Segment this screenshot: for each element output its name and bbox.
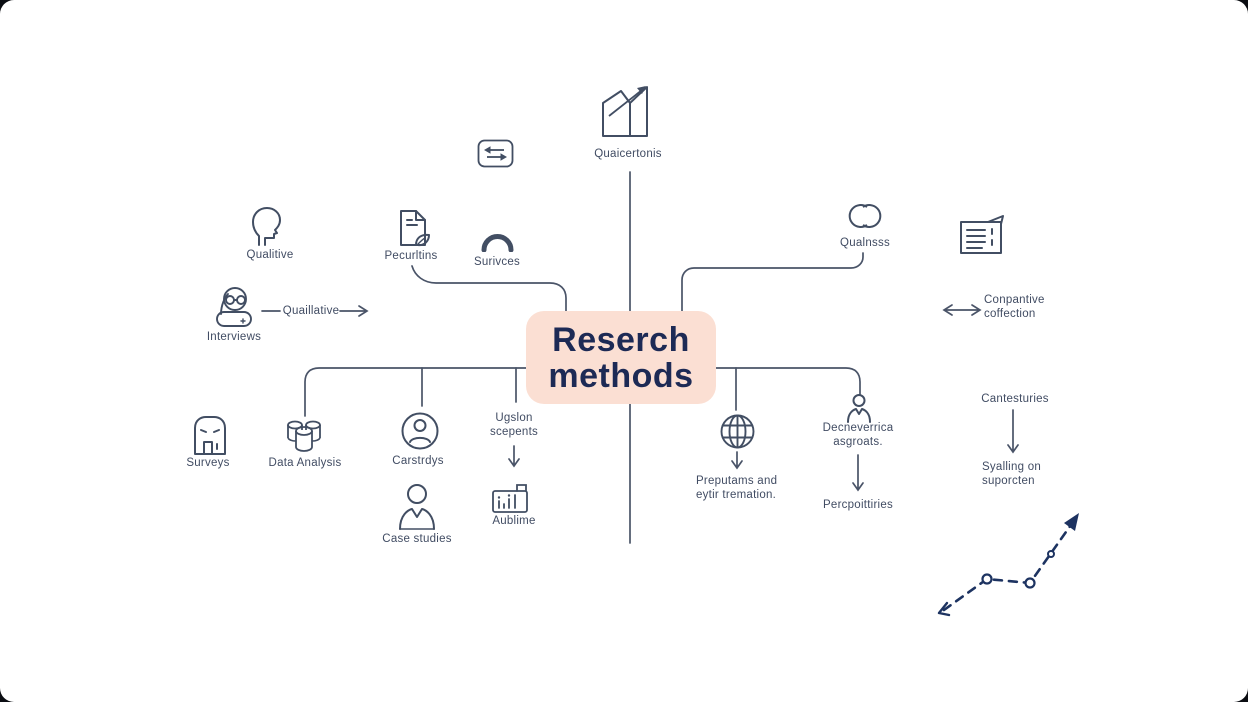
label-syalling: Syalling on suporcten [982, 461, 1042, 487]
page-title: Reserch methods [548, 320, 694, 395]
down-arrow-globe [731, 451, 743, 470]
label-qualnsss: Qualnsss [840, 237, 890, 249]
arch-icon [479, 224, 516, 252]
globe-icon [719, 413, 756, 450]
label-qualitive: Qualitive [246, 249, 294, 261]
label-quaillative: Quaillative [282, 305, 340, 317]
connector-left-branch [411, 265, 567, 313]
trend-chart-icon [597, 76, 653, 140]
label-decneverrica: Decneverrica asgroats. [822, 422, 894, 448]
label-conpantive: Conpantive coffection [984, 294, 1045, 320]
dashed-trend-arrow [937, 513, 1079, 617]
cylinders-icon [283, 416, 325, 454]
swap-icon [477, 139, 514, 168]
label-preputams: Preputams and eytir tremation. [696, 475, 778, 501]
bag-icon [188, 413, 232, 455]
person-glasses-icon [212, 286, 256, 328]
document-leaf-icon [394, 207, 432, 249]
down-arrow-decneverrica [852, 454, 864, 492]
connector-right-branch [681, 252, 864, 313]
label-surivces: Surivces [473, 256, 521, 268]
label-percpoittiries: Percpoittiries [823, 499, 893, 511]
title-node: Reserch methods [526, 311, 716, 404]
label-surveys: Surveys [186, 457, 230, 469]
label-ugslon: Ugslon scepents [489, 412, 539, 438]
label-quaicertonis: Quaicertonis [594, 148, 662, 160]
newspaper-icon [957, 213, 1006, 255]
label-data-analysis: Data Analysis [268, 457, 342, 469]
label-pecurltins: Pecurltins [384, 250, 438, 262]
label-case-studies: Case studies [382, 533, 452, 545]
label-interviews: Interviews [206, 331, 262, 343]
person-bust-icon [394, 483, 440, 533]
label-cantesturies: Cantesturies [981, 393, 1049, 405]
user-circle-icon [400, 411, 440, 451]
down-arrow-ugslon [508, 445, 520, 468]
down-arrow-cantesturies [1007, 409, 1019, 454]
person-icon [843, 393, 875, 423]
quaillative-arrow [339, 305, 369, 317]
presentation-chart-icon [490, 483, 532, 513]
linked-rings-icon [846, 202, 884, 230]
label-aublime: Aublime [492, 515, 536, 527]
head-profile-icon [248, 205, 285, 246]
label-carstrdys: Carstrdys [392, 455, 444, 467]
double-arrow [942, 304, 982, 316]
